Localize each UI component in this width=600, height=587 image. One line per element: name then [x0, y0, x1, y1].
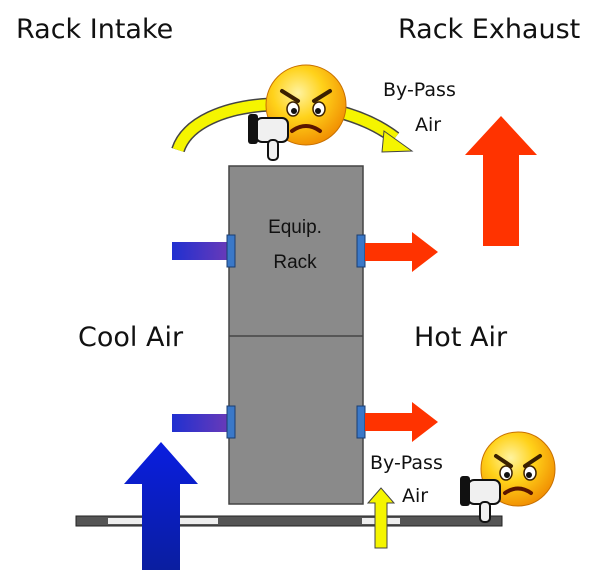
vent-left-lower: [226, 405, 236, 439]
bypass-bottom-label-line2: Air: [402, 485, 429, 507]
intake-arrow-upper: [172, 242, 229, 260]
exhaust-arrow-upper: [365, 232, 438, 272]
thumbs-down-bottom-icon: [460, 476, 501, 523]
bypass-top-label-line1: By-Pass: [383, 79, 456, 101]
hot-air-label: Hot Air: [414, 322, 508, 353]
cool-air-up-arrow: [124, 442, 198, 570]
raised-floor: [75, 515, 503, 527]
thumbs-down-top-icon: [248, 114, 289, 161]
vent-right-lower: [356, 405, 366, 439]
cool-air-label: Cool Air: [78, 322, 184, 353]
rack-intake-label: Rack Intake: [16, 14, 174, 45]
rack-exhaust-label: Rack Exhaust: [398, 14, 581, 45]
rack-exhaust-arrow: [465, 116, 537, 246]
exhaust-arrow-lower: [365, 402, 438, 442]
equipment-rack: [228, 165, 364, 505]
vent-left-upper: [226, 234, 236, 268]
intake-arrow-lower: [172, 414, 229, 432]
bypass-bottom-label-line1: By-Pass: [370, 452, 443, 474]
rack-label-line1: Equip.: [268, 217, 322, 238]
bypass-arrow-bottom: [366, 487, 396, 549]
bypass-top-label-line2: Air: [415, 114, 442, 136]
rack-label-line2: Rack: [273, 252, 317, 273]
